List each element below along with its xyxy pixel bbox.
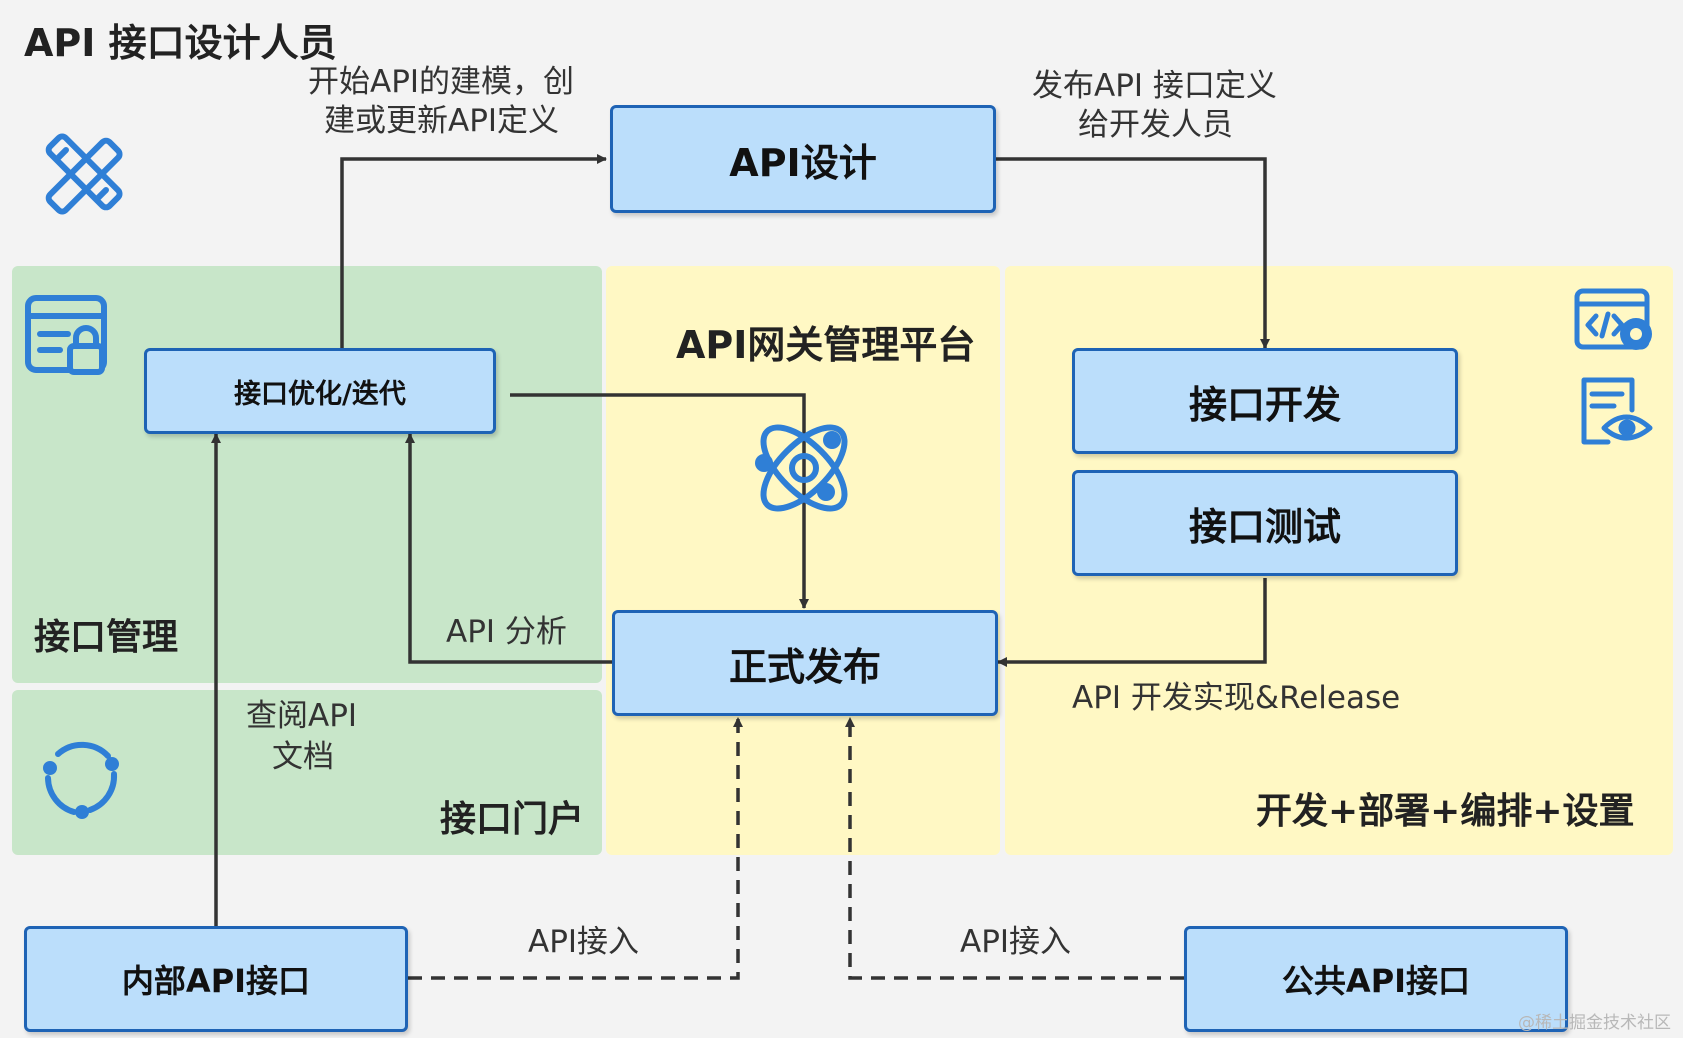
interface-mgmt-region: [12, 266, 602, 683]
label-start-modeling-2: 建或更新API定义: [324, 103, 560, 139]
watermark: @稀土掘金技术社区: [1518, 1013, 1671, 1033]
edge-public-access: [845, 717, 1184, 980]
edge-optimize-to-design: [340, 154, 607, 348]
label-view-doc-2: 文档: [272, 739, 334, 775]
label-start-modeling-1: 开始API的建模，创: [308, 64, 575, 100]
edge-internal-access: [408, 717, 743, 980]
label-analysis: API 分析: [446, 614, 567, 650]
doc-eye-icon: [1581, 377, 1653, 445]
atom-icon: [755, 424, 848, 512]
dev-box: 接口开发: [1072, 348, 1458, 454]
api-design-box: API设计: [610, 105, 996, 213]
internal-api-box: 内部API接口: [24, 926, 408, 1032]
public-api-box: 公共API接口: [1184, 926, 1568, 1032]
design-tools-icon: [45, 133, 123, 215]
label-publish-def-1: 发布API 接口定义: [1032, 68, 1277, 104]
optimize-box: 接口优化/迭代: [144, 348, 496, 434]
edge-design-to-dev: [996, 157, 1270, 349]
label-publish-def-2: 给开发人员: [1078, 107, 1233, 143]
sync-cycle-icon: [43, 741, 119, 819]
label-access-right: API接入: [960, 924, 1072, 960]
page-title: API 接口设计人员: [24, 21, 337, 65]
portal-region: [12, 690, 602, 855]
test-box: 接口测试: [1072, 470, 1458, 576]
edge-optimize-to-release: [510, 393, 809, 609]
release-box: 正式发布: [612, 610, 998, 716]
edge-test-to-release: [997, 578, 1267, 667]
gateway-title: API网关管理平台: [676, 323, 976, 367]
dev-deploy-title: 开发+部署+编排+设置: [1256, 791, 1635, 832]
code-gear-icon: [1574, 288, 1652, 350]
interface-mgmt-title: 接口管理: [34, 617, 179, 658]
label-access-left: API接入: [528, 924, 640, 960]
portal-title: 接口门户: [440, 799, 585, 840]
label-view-doc-1: 查阅API: [246, 698, 358, 734]
edge-analysis: [405, 433, 612, 664]
lock-card-icon: [25, 295, 107, 375]
label-dev-release: API 开发实现&Release: [1072, 680, 1401, 716]
